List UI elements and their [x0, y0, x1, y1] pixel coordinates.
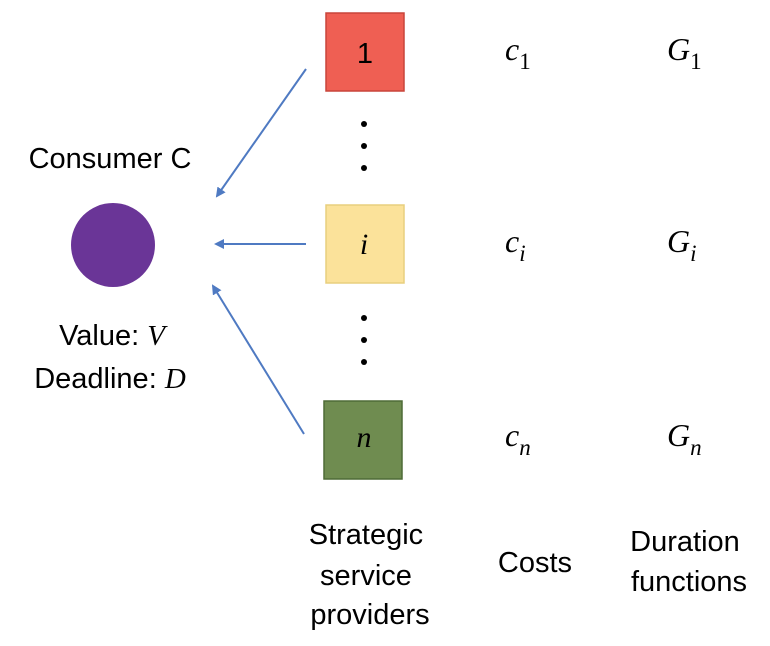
- cost-i-sub: i: [519, 241, 525, 266]
- cost-n-sub: n: [519, 435, 531, 460]
- duration-i-base: G: [667, 223, 690, 259]
- provider-n: n: [323, 400, 403, 480]
- duration-n: Gn: [667, 417, 702, 460]
- providers-label-line-2: service: [320, 560, 412, 592]
- vertical-ellipsis-lower: [361, 315, 367, 365]
- providers-label-line-1: Strategic: [309, 519, 423, 551]
- duration-1-sub: 1: [690, 49, 702, 74]
- cost-i: ci: [505, 223, 526, 266]
- cost-n-base: c: [505, 417, 519, 453]
- arrow-provider-1: [215, 68, 307, 198]
- value-label: Value:: [59, 320, 147, 352]
- providers-column-label: Strategic service providers: [309, 519, 432, 631]
- duration-i: Gi: [667, 223, 697, 266]
- cost-n: cn: [505, 417, 531, 460]
- cost-i-base: c: [505, 223, 519, 259]
- provider-1-box: [325, 12, 405, 92]
- vertical-ellipsis-upper: [361, 121, 367, 171]
- duration-i-sub: i: [690, 241, 696, 266]
- provider-i-id: i: [360, 228, 368, 261]
- deadline-label: Deadline:: [34, 363, 165, 395]
- duration-n-base: G: [667, 417, 690, 453]
- provider-1: 1: [325, 12, 405, 92]
- arrow-provider-n: [211, 284, 305, 435]
- cost-1-sub: 1: [519, 49, 531, 74]
- provider-n-box: [323, 400, 403, 480]
- durations-label-line-1: Duration: [630, 526, 740, 558]
- costs-column-label: Costs: [498, 547, 572, 579]
- provider-n-id: n: [357, 421, 372, 454]
- duration-n-sub: n: [690, 435, 702, 460]
- duration-1: G1: [667, 31, 702, 74]
- cost-1: c1: [505, 31, 531, 74]
- duration-1-base: G: [667, 31, 690, 67]
- provider-1-id: 1: [357, 38, 373, 70]
- deadline-symbol: D: [164, 363, 186, 395]
- consumer-label: Consumer C: [29, 143, 192, 175]
- costs-label-line-1: Costs: [498, 547, 572, 579]
- value-symbol: V: [147, 320, 168, 352]
- consumer-value: Value: V: [59, 320, 168, 352]
- durations-label-line-2: functions: [631, 566, 747, 598]
- provider-i-box: [325, 204, 405, 284]
- consumer-deadline: Deadline: D: [34, 363, 186, 395]
- consumer-node: [71, 203, 155, 287]
- cost-1-base: c: [505, 31, 519, 67]
- provider-i: i: [325, 204, 405, 284]
- durations-column-label: Duration functions: [630, 526, 748, 598]
- providers-label-line-3: providers: [310, 599, 429, 631]
